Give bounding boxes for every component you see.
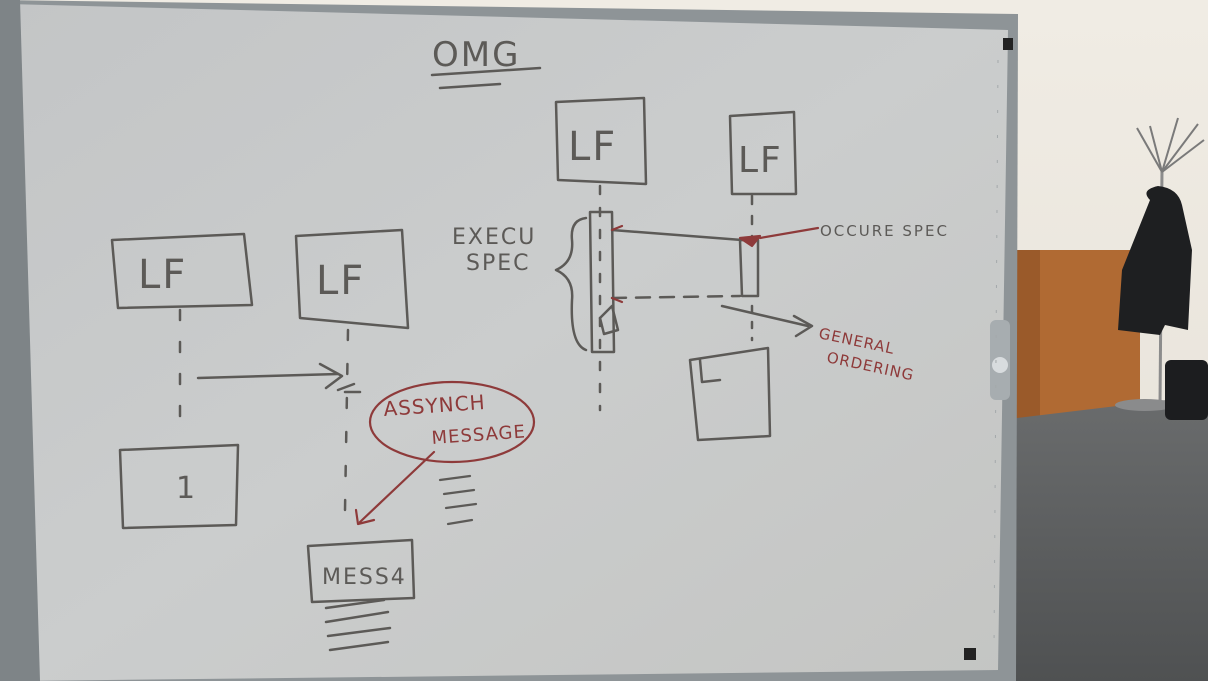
lifeline-box-1 (110, 232, 254, 310)
bubble-pointer-head (354, 508, 376, 526)
lifeline-label-4: LF (738, 140, 783, 181)
general-ordering-arrow (720, 304, 810, 328)
execution-spec-inner (598, 304, 620, 336)
coat-icon (1118, 186, 1192, 335)
heading: OMG (432, 35, 520, 75)
heading-underline (430, 66, 542, 77)
message-box-label: MESS4 (322, 565, 407, 590)
bubble-pointer (358, 450, 436, 524)
occurrence-spec-label: OCCURE SPEC (820, 222, 949, 240)
execution-spec-bar (588, 210, 616, 354)
return-message-arrow (610, 294, 742, 300)
async-arrow-line (196, 372, 340, 380)
execution-spec-label-line1: EXECU (452, 225, 536, 250)
floor (990, 395, 1208, 681)
magnet-icon (1003, 38, 1013, 50)
execution-ticks (610, 224, 624, 304)
magnet-icon (964, 648, 976, 660)
async-arrowhead (318, 362, 344, 390)
lifeline-label-2: LF (316, 258, 365, 304)
heading-underline-2 (438, 82, 502, 90)
board-left-edge (0, 0, 40, 681)
async-arrow-mark (336, 382, 362, 394)
message-box (306, 538, 416, 604)
execution-spec-brace (554, 216, 588, 352)
lifeline-4-end-corner (698, 358, 722, 384)
bag-icon (1165, 360, 1208, 420)
occurrence-marker (738, 234, 762, 248)
lifeline-label-3: LF (568, 124, 617, 170)
execution-spec-label-line2: SPEC (466, 251, 531, 276)
bubble-lines (438, 474, 478, 526)
lifeline-1-end-box (118, 443, 240, 530)
occurrence-pointer (758, 226, 820, 240)
lifeline-box-4 (728, 110, 798, 196)
box-inner-label: 1 (176, 471, 197, 506)
board-surface (8, 4, 1008, 681)
frame-clip-knob (992, 357, 1008, 373)
sync-message-arrow (610, 228, 744, 242)
async-message-bubble (368, 380, 536, 464)
general-ordering-arrowhead (792, 314, 814, 338)
lifeline-box-3 (554, 96, 648, 186)
lifeline-box-2 (294, 228, 410, 330)
lifeline-4-end-box (688, 346, 772, 442)
lifeline-label-1: LF (138, 252, 187, 298)
coat-rack-icon (1115, 117, 1205, 411)
message-box-lines (324, 598, 392, 652)
